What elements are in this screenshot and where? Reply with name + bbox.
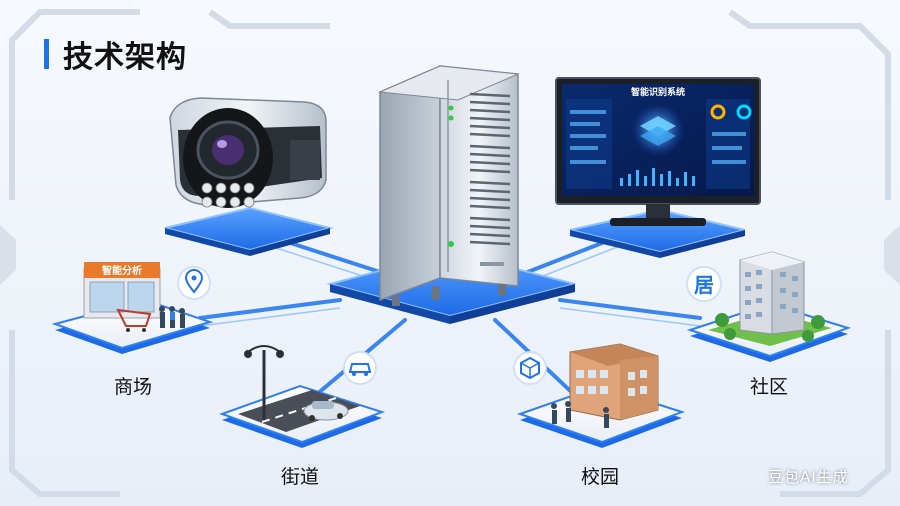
monitor-icon: 智能识别系统 <box>555 77 761 226</box>
frame-notches <box>0 225 900 285</box>
camera-platform <box>164 206 334 256</box>
watermark: 豆包AI生成 <box>768 468 849 486</box>
campus-label: 校园 <box>581 466 620 488</box>
community-tile <box>686 251 852 362</box>
street-label: 街道 <box>281 466 320 488</box>
location-pin-icon <box>177 266 211 300</box>
title-accent-bar <box>44 39 49 69</box>
street-tile <box>219 345 386 448</box>
page-header: 技术架构 <box>44 36 187 75</box>
community-label: 社区 <box>750 376 789 398</box>
mall-tile: 智能分析 <box>51 262 214 354</box>
community-badge: 居 <box>686 266 722 302</box>
frame-decoration <box>9 9 891 497</box>
monitor-screen-title: 智能识别系统 <box>631 86 685 98</box>
mall-sign: 智能分析 <box>102 264 142 277</box>
car-icon <box>343 351 377 385</box>
camera-icon <box>169 97 327 208</box>
mall-label: 商场 <box>114 376 153 398</box>
cube-icon <box>513 351 547 385</box>
campus-tile <box>516 343 686 448</box>
server-icon <box>378 64 520 306</box>
page-title: 技术架构 <box>63 40 187 75</box>
community-badge-text: 居 <box>694 273 714 297</box>
